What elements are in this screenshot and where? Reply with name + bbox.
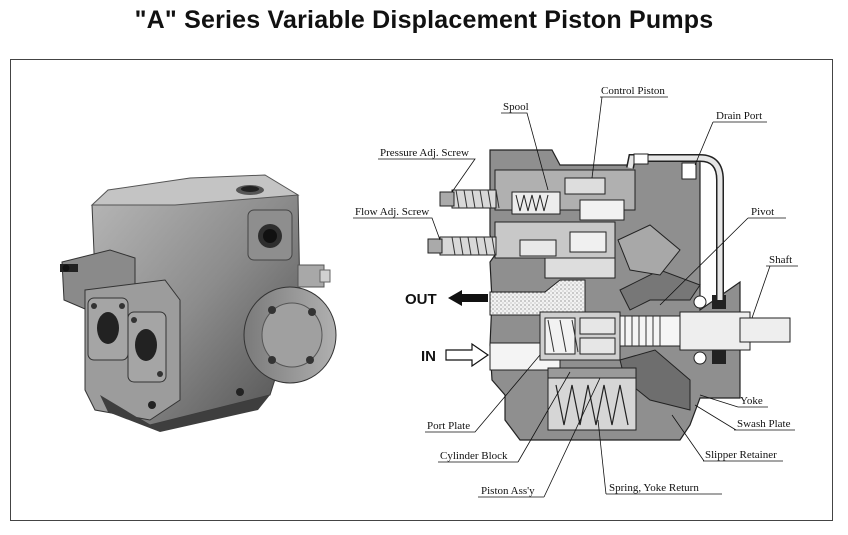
- label-port-plate: Port Plate: [427, 420, 470, 432]
- pump-photo: [60, 174, 337, 432]
- diagram-frame: [10, 59, 833, 521]
- label-piston-assy: Piston Ass'y: [481, 485, 535, 497]
- out-arrow: [448, 290, 488, 306]
- label-cylinder-block: Cylinder Block: [440, 450, 508, 462]
- label-spool: Spool: [503, 101, 529, 113]
- label-yoke: Yoke: [740, 395, 763, 407]
- label-slipper-retainer: Slipper Retainer: [705, 449, 777, 461]
- label-pivot: Pivot: [751, 206, 774, 218]
- in-arrow: [445, 342, 490, 368]
- out-label: OUT: [405, 291, 437, 308]
- leader-lines: [353, 96, 798, 498]
- label-shaft: Shaft: [769, 254, 792, 266]
- cross-section: [427, 149, 791, 441]
- label-flow-adj-screw: Flow Adj. Screw: [355, 206, 429, 218]
- label-control-piston: Control Piston: [601, 85, 665, 97]
- callout-labels: Spool Control Piston Drain Port Pressure…: [355, 85, 792, 497]
- page-title: "A" Series Variable Displacement Piston …: [134, 6, 714, 34]
- label-spring-yoke-return: Spring, Yoke Return: [609, 482, 699, 494]
- label-swash-plate: Swash Plate: [737, 418, 791, 430]
- label-drain-port: Drain Port: [716, 110, 762, 122]
- label-pressure-adj-screw: Pressure Adj. Screw: [380, 147, 469, 159]
- in-label: IN: [421, 348, 436, 365]
